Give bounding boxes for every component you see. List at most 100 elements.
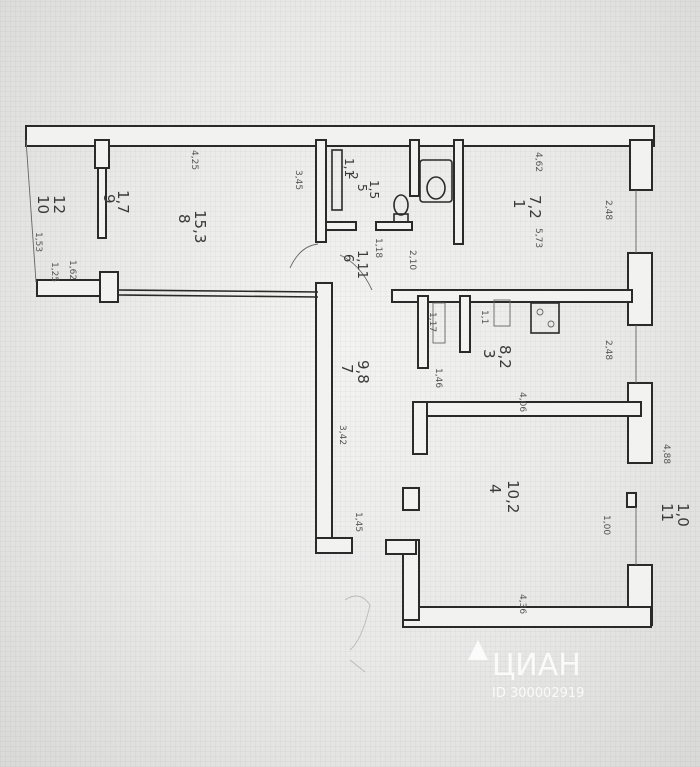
room-7-label: 9,8 7 bbox=[338, 360, 372, 384]
dim-label: 4,06 bbox=[517, 392, 527, 412]
wall-bath-mid bbox=[409, 139, 420, 197]
wall-right-stub bbox=[626, 492, 637, 508]
toilet-icon bbox=[393, 194, 409, 216]
watermark-logo-text: ЦИАН bbox=[492, 648, 581, 683]
wall-mid-post bbox=[99, 271, 119, 303]
wall-right-2 bbox=[627, 252, 653, 326]
room-4-label: 10,2 4 bbox=[486, 480, 522, 513]
dim-label: 4,25 bbox=[189, 150, 199, 170]
wall-bath-bottom-b bbox=[375, 221, 413, 231]
room-10-number: 10 bbox=[34, 195, 52, 214]
dim-label: 1,00 bbox=[601, 515, 611, 535]
room-1-label: 7,2 1 bbox=[510, 195, 544, 219]
wall-bath-right bbox=[453, 139, 464, 245]
toilet-tank-icon bbox=[393, 213, 409, 223]
room-5-label: 1,5 5 bbox=[355, 180, 381, 199]
room-2-label: 1,1 2 bbox=[342, 158, 360, 180]
wall-bath-bottom-a bbox=[325, 221, 357, 231]
wall-lower-notch bbox=[385, 539, 417, 555]
wall-radiator bbox=[97, 167, 107, 239]
dim-label: 2,48 bbox=[603, 200, 613, 220]
bathtub-icon bbox=[419, 159, 453, 203]
watermark: ЦИАН ID 300002919 bbox=[468, 640, 584, 701]
pipe-icon bbox=[331, 149, 343, 211]
door-swing-icon bbox=[289, 243, 319, 269]
window-icon bbox=[25, 139, 37, 283]
room-11-area: 1,0 bbox=[674, 503, 692, 527]
dim-label: 1,62 bbox=[67, 260, 77, 280]
door-swing-icon bbox=[339, 254, 373, 291]
dim-label: 5,73 bbox=[533, 228, 543, 248]
stamp-mark bbox=[344, 595, 371, 651]
fixtures bbox=[25, 139, 637, 565]
dim-label: 3,42 bbox=[337, 425, 347, 445]
wall-kitchen-left bbox=[417, 295, 429, 369]
stove-burner-icon bbox=[536, 308, 544, 316]
dim-label: 1,46 bbox=[433, 368, 443, 388]
room-3-label: 8,2 3 bbox=[480, 345, 514, 369]
room-3-area: 8,2 bbox=[496, 345, 514, 369]
room-11-label: 1,0 11 bbox=[658, 503, 692, 527]
wall-right-3 bbox=[627, 382, 653, 464]
room-8-label: 15,3 8 bbox=[175, 210, 209, 243]
stove-burner-icon bbox=[547, 320, 555, 328]
stove-icon bbox=[530, 302, 560, 334]
room-labels: 15,3 8 12 10 1,7 9 1,1 2 1,5 5 1,11 6 9,… bbox=[34, 158, 692, 527]
dim-label: 2,48 bbox=[603, 340, 613, 360]
faint-stamp bbox=[344, 595, 371, 673]
wall-partition-3-4-stub bbox=[412, 401, 428, 455]
wall-lower-left-top bbox=[402, 487, 420, 511]
room-6-area: 1,11 bbox=[354, 250, 369, 279]
shaft-icon bbox=[432, 302, 446, 344]
room-10-label: 12 10 bbox=[34, 195, 68, 214]
dim-label: 1,53 bbox=[33, 232, 43, 252]
basin-icon bbox=[426, 176, 446, 200]
room-1-number: 1 bbox=[510, 199, 528, 209]
room-5-number: 5 bbox=[355, 184, 369, 192]
room-2-area: 1,1 bbox=[342, 158, 356, 177]
room-4-number: 4 bbox=[486, 484, 504, 494]
room-6-label: 1,11 6 bbox=[340, 250, 369, 279]
room-9-area: 1,7 bbox=[114, 190, 132, 214]
walls bbox=[25, 125, 655, 628]
room-3-number: 3 bbox=[480, 349, 498, 359]
wall-top bbox=[25, 125, 655, 147]
room-7-number: 7 bbox=[338, 364, 356, 374]
wall-right-1 bbox=[629, 139, 653, 191]
wall-corridor-foot bbox=[315, 537, 353, 554]
room-1-area: 7,2 bbox=[526, 195, 544, 219]
dim-label: 1,45 bbox=[353, 512, 363, 532]
dim-label: 4,62 bbox=[533, 152, 543, 172]
wall-mid-line bbox=[117, 289, 319, 293]
dim-label: 1,18 bbox=[373, 238, 383, 258]
room-9-label: 1,7 9 bbox=[100, 190, 132, 214]
room-11-number: 11 bbox=[658, 503, 676, 522]
room-9-number: 9 bbox=[100, 194, 118, 204]
dim-label: 1,1 bbox=[479, 310, 489, 324]
wall-corridor bbox=[315, 282, 333, 554]
wall-mid-line-2 bbox=[117, 294, 319, 298]
room-2-number: 2 bbox=[346, 172, 360, 180]
room-10-area: 12 bbox=[50, 195, 68, 214]
room-8-area: 15,3 bbox=[191, 210, 209, 243]
wall-kitchen-top bbox=[391, 289, 633, 303]
room-4-area: 10,2 bbox=[504, 480, 522, 513]
wall-kitchen-stub bbox=[459, 295, 471, 353]
dim-label: 2,10 bbox=[407, 250, 417, 270]
room-7-area: 9,8 bbox=[354, 360, 372, 384]
dim-label: 4,36 bbox=[517, 594, 527, 614]
room-8-number: 8 bbox=[175, 214, 193, 224]
watermark-id: ID 300002919 bbox=[492, 686, 584, 701]
dim-label: 3,45 bbox=[293, 170, 303, 190]
dim-label: 1,17 bbox=[427, 312, 437, 332]
dim-label: 4,88 bbox=[661, 444, 671, 464]
sink-icon bbox=[493, 299, 511, 327]
dim-label: 1,25 bbox=[49, 262, 59, 282]
wall-bath-left bbox=[315, 139, 327, 243]
stamp-mark bbox=[349, 659, 366, 673]
room-5-area: 1,5 bbox=[367, 180, 381, 199]
room-6-number: 6 bbox=[340, 254, 355, 262]
cian-logo-icon bbox=[468, 640, 488, 660]
dimension-labels: 4,25 1,53 1,25 3,45 1,18 2,48 2,48 4,62 … bbox=[33, 150, 671, 614]
